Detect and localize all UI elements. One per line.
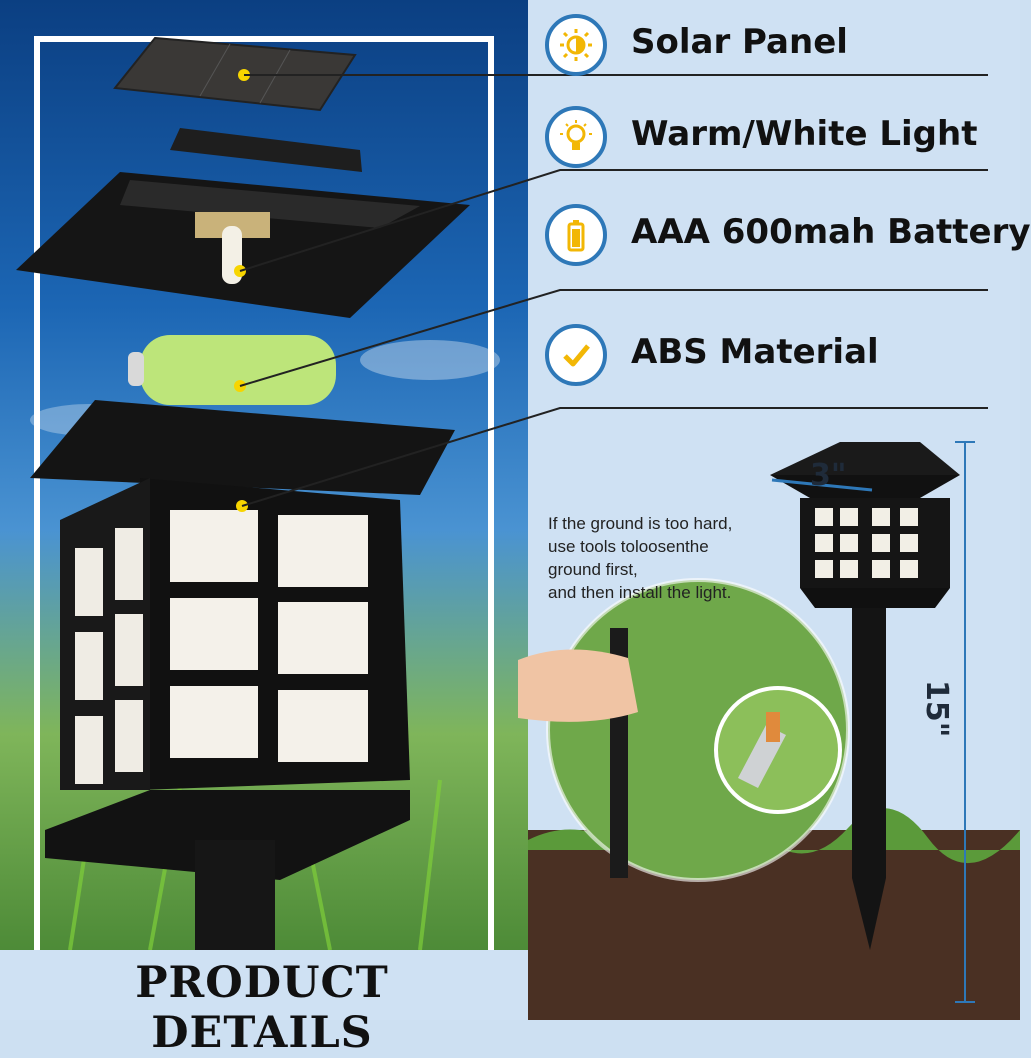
width-dimension-label: 3" (810, 458, 847, 493)
light-bulb-icon (545, 106, 607, 168)
feature-label: ABS Material (631, 332, 879, 372)
height-dimension-label: 15" (919, 680, 954, 738)
feature-battery: AAA 600mah Battery (545, 204, 1031, 268)
install-note-line: ground first, (548, 560, 638, 579)
lantern-body-part (30, 400, 455, 950)
feature-light: Warm/White Light (545, 106, 990, 170)
battery-icon (545, 204, 607, 266)
footer-band (0, 950, 528, 1020)
feature-label: AAA 600mah Battery (631, 212, 1031, 252)
install-note-line: use tools toloosenthe (548, 537, 709, 556)
feature-label: Solar Panel (631, 22, 848, 62)
installation-scene (518, 578, 1020, 1020)
standing-light-diagram (770, 441, 975, 1003)
feature-label: Warm/White Light (631, 114, 978, 154)
callout-lines (239, 74, 988, 507)
check-mark-icon (545, 324, 607, 386)
product-details-title: PRODUCT DETAILS (135, 958, 389, 1058)
install-note-line: If the ground is too hard, (548, 514, 733, 533)
solar-panel-part (113, 36, 357, 112)
feature-solar-panel: Solar Panel (545, 14, 990, 78)
exploded-view-illustration (16, 36, 500, 951)
install-note: If the ground is too hard, use tools tol… (548, 512, 798, 604)
sun-half-icon (545, 14, 607, 76)
battery-part (128, 335, 336, 405)
install-note-line: and then install the light. (548, 583, 732, 602)
feature-material: ABS Material (545, 324, 990, 388)
